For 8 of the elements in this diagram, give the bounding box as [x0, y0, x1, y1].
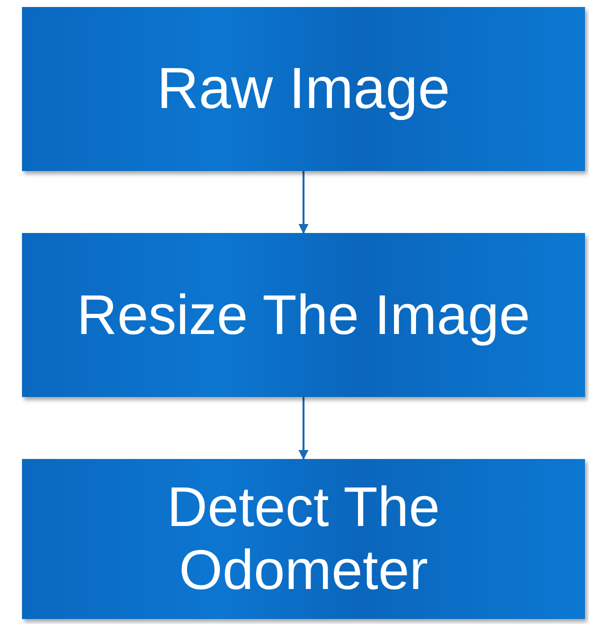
arrow — [298, 171, 308, 234]
process-box — [22, 7, 585, 171]
box-label: Resize The Image — [76, 284, 530, 346]
process-box — [22, 459, 585, 619]
box-label: Detect The Odometer — [166, 476, 441, 602]
arrow — [298, 397, 308, 460]
box-label: Raw Image — [156, 56, 450, 122]
process-box — [22, 233, 585, 397]
